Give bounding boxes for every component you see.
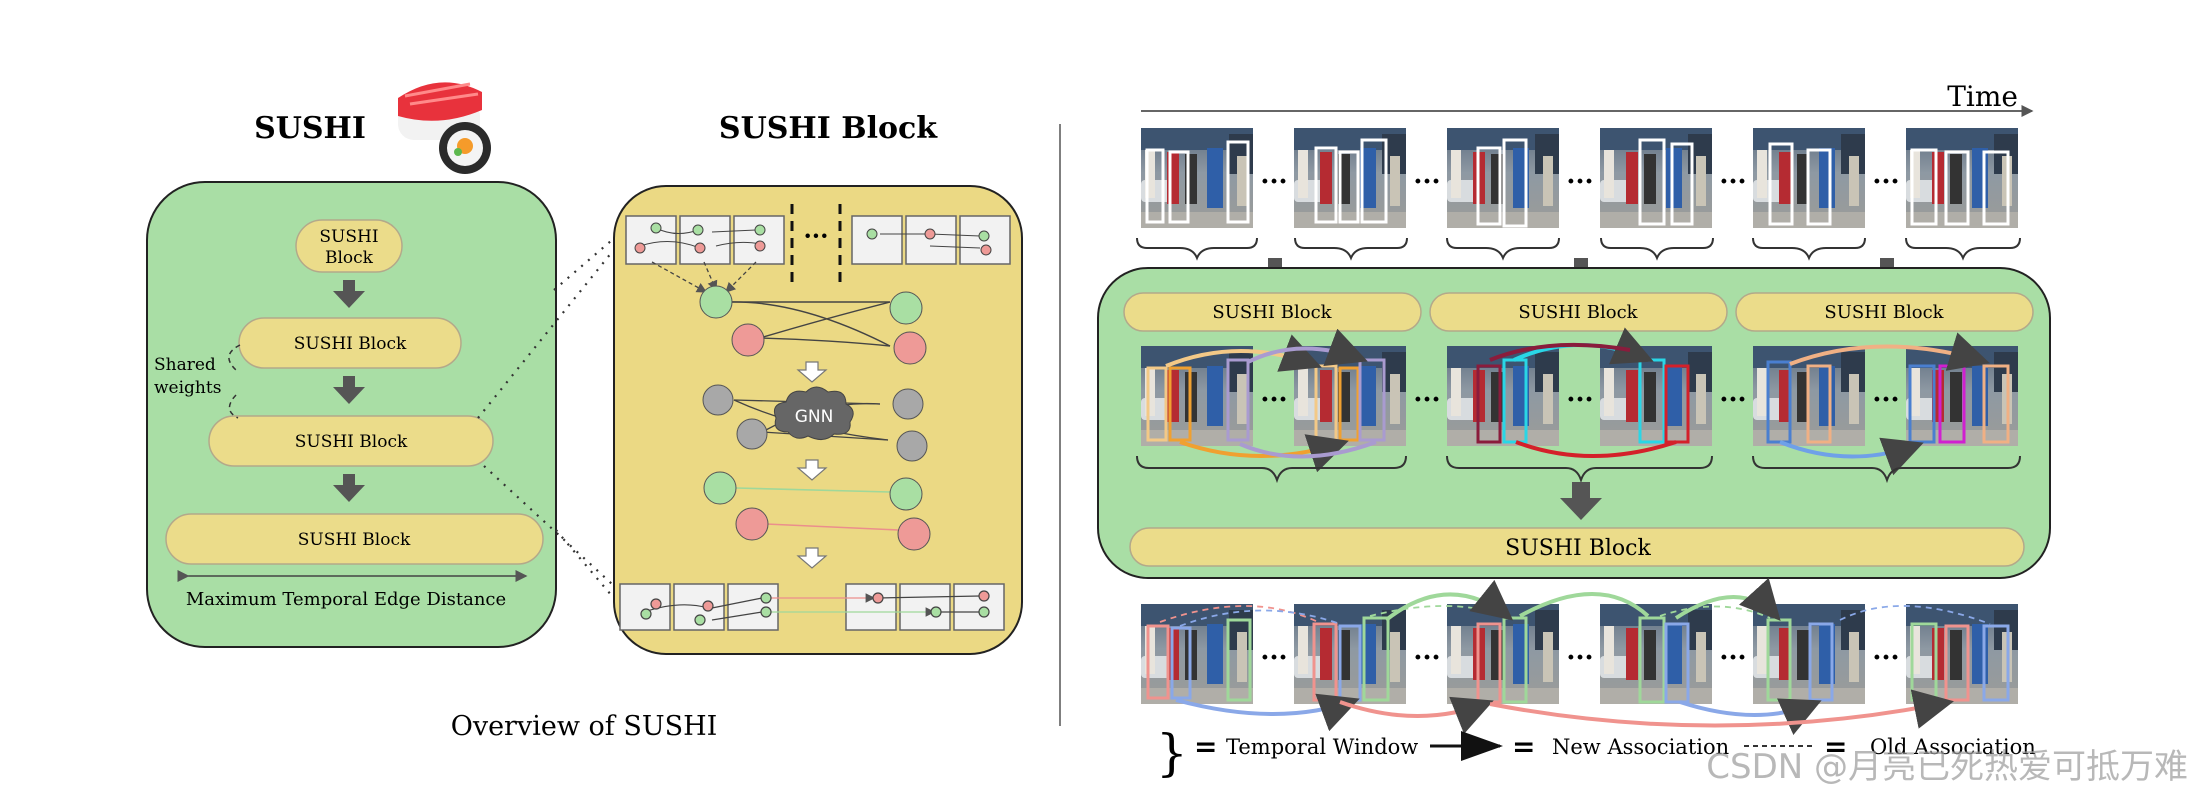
window-block-2-label: SUSHI Block (1518, 302, 1638, 323)
stack-block-4-label: SUSHI Block (298, 530, 411, 550)
stack-block-3 (208, 415, 494, 467)
stage-down-arrow (796, 361, 828, 383)
stack-block-top-line2: Block (325, 248, 374, 268)
temporal-window-braces (1136, 237, 2021, 261)
sushi-block-title: SUSHI Block (719, 111, 938, 146)
legend-eq-3: = (1824, 730, 1847, 763)
trajectory-new-associations (1175, 577, 1954, 735)
window-block-1-label: SUSHI Block (1212, 302, 1332, 323)
window-dashed-separator (790, 204, 842, 282)
stack-block-top (295, 219, 403, 273)
figure-caption: Overview of SUSHI (451, 711, 718, 742)
svg-text:···: ··· (1260, 643, 1287, 673)
svg-text:···: ··· (1413, 385, 1440, 415)
shared-weights-line1: Shared (154, 355, 216, 375)
stack-block-3-label: SUSHI Block (295, 432, 408, 452)
svg-text:···: ··· (1566, 643, 1593, 673)
window-block-1 (1123, 292, 1422, 332)
window-group-braces (1136, 455, 2021, 484)
svg-text:···: ··· (1872, 385, 1899, 415)
svg-text:···: ··· (1413, 643, 1440, 673)
graph-node-red (735, 507, 769, 541)
svg-text:···: ··· (1719, 385, 1746, 415)
graph-node-green (703, 471, 737, 505)
stack-down-arrow (333, 474, 365, 502)
max-temporal-label: Maximum Temporal Edge Distance (186, 589, 506, 610)
frame-ellipsis-row: ··· ··· ··· ··· ··· (1260, 385, 1899, 415)
shared-weights-connector (228, 344, 241, 419)
window-ellipsis: ··· (803, 221, 828, 250)
graph-node-gray (702, 384, 734, 416)
svg-text:···: ··· (1566, 385, 1593, 415)
frame-ellipsis-row: ··· ··· ··· ··· ··· (1260, 167, 1899, 197)
stack-block-2-label: SUSHI Block (294, 334, 407, 354)
svg-text:···: ··· (1566, 167, 1593, 197)
final-block (1129, 527, 2025, 567)
watermark: CSDN @月亮已死热爱可抵万难 (1706, 747, 2188, 787)
svg-text:···: ··· (1260, 385, 1287, 415)
legend-eq-2: = (1512, 730, 1535, 763)
input-window-nodes (634, 222, 992, 256)
legend-temporal-window: Temporal Window (1226, 735, 1418, 759)
graph-node-red (731, 323, 765, 357)
sushi-title: SUSHI (254, 111, 366, 146)
svg-text:···: ··· (1719, 167, 1746, 197)
graph-node-gray (896, 430, 928, 462)
graph-node-green (699, 285, 733, 319)
svg-text:···: ··· (1413, 167, 1440, 197)
output-window-nodes (640, 590, 990, 626)
graph-node-gray (892, 388, 924, 420)
zoom-connector-lines (477, 239, 613, 597)
svg-text:···: ··· (1719, 643, 1746, 673)
trajectory-old-associations (1159, 605, 1991, 627)
stack-block-4 (165, 513, 544, 565)
sushi-icon (398, 82, 491, 174)
stack-down-arrow (333, 280, 365, 308)
graph-node-gray (736, 418, 768, 450)
legend-eq-1: = (1194, 730, 1217, 763)
gnn-label: GNN (795, 407, 834, 427)
final-block-label: SUSHI Block (1505, 536, 1651, 561)
stack-block-top-line1: SUSHI (319, 227, 378, 247)
svg-text:···: ··· (1872, 643, 1899, 673)
stack-down-arrow (333, 376, 365, 404)
graph-node-red (897, 517, 931, 551)
graph-stage-1 (727, 301, 891, 347)
stage-down-arrow (796, 459, 828, 481)
legend-new-association: New Association (1552, 735, 1729, 759)
tracklet-association-arcs (1165, 327, 1990, 476)
graph-stage-3-edge-green (735, 487, 891, 493)
frame-ellipsis-row: ··· ··· ··· ··· ··· (1260, 643, 1899, 673)
legend-old-association: Old Association (1870, 735, 2036, 759)
svg-text:···: ··· (1260, 167, 1287, 197)
window-block-3-label: SUSHI Block (1824, 302, 1944, 323)
graph-stage-3-edge-red (765, 523, 899, 531)
time-label: Time (1947, 80, 2018, 113)
stack-block-2 (238, 317, 462, 369)
window-block-2 (1429, 292, 1728, 332)
input-frame-boxes (1145, 138, 2010, 228)
gnn-cloud-icon (773, 386, 854, 440)
final-merge-down-arrow (1560, 482, 1602, 520)
graph-node-green (889, 291, 923, 325)
graph-node-red (893, 331, 927, 365)
shared-weights-line2: weights (154, 378, 221, 398)
stage-down-arrow (796, 547, 828, 569)
window-block-3 (1735, 292, 2034, 332)
graph-node-green (889, 477, 923, 511)
output-windows-row (619, 583, 1005, 631)
legend-brace-icon: } (1156, 724, 1188, 782)
svg-text:···: ··· (1872, 167, 1899, 197)
window-to-node-arrows (651, 261, 757, 293)
